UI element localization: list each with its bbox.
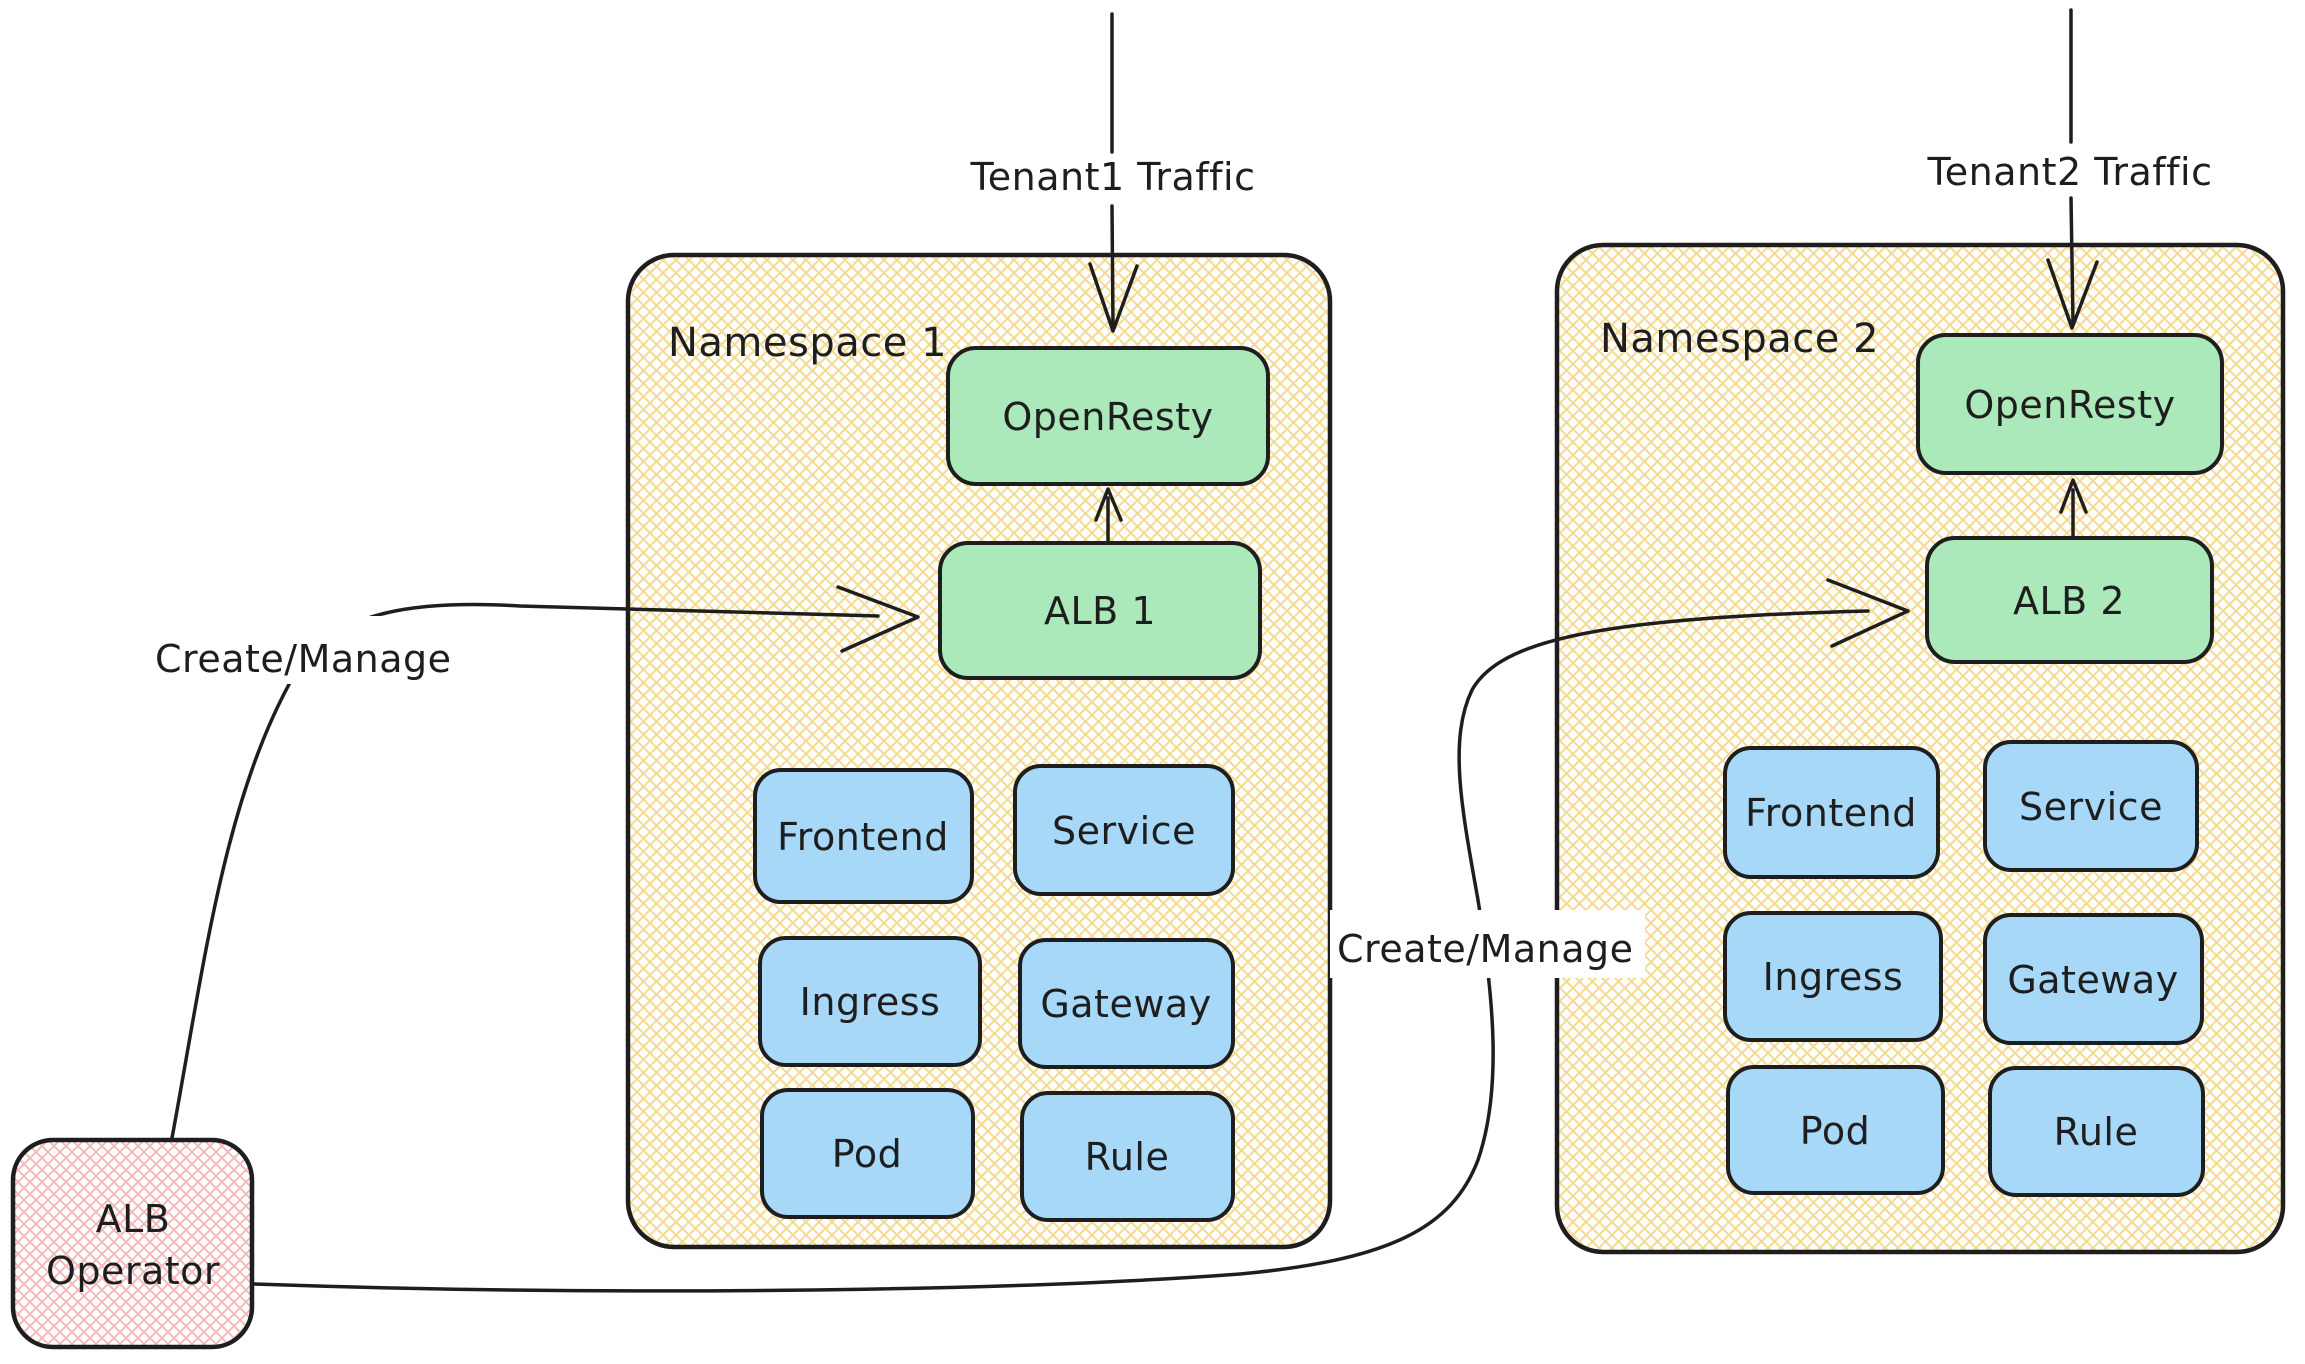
namespace-1-gateway-label: Gateway	[1040, 982, 1211, 1026]
namespace-2-frontend-label: Frontend	[1745, 791, 1917, 835]
namespace-1-frontend-node	[753, 768, 974, 904]
namespace-1-pod-node	[760, 1088, 975, 1219]
namespace-1-openresty-node	[946, 346, 1270, 486]
namespace-1-ingress-label: Ingress	[800, 980, 941, 1024]
namespace-2-title: Namespace 2	[1600, 316, 1879, 362]
namespace-1-ingress-node	[758, 936, 982, 1067]
tenant1-traffic-label: Tenant1 Traffic	[970, 155, 1256, 199]
namespace-2-alb-node	[1925, 536, 2214, 664]
create-manage-left-label-bg	[148, 616, 426, 684]
namespace-1-rule-label: Rule	[1085, 1135, 1170, 1179]
namespace-1-gateway-node	[1018, 938, 1235, 1069]
alb-operator-label-line2: Operator	[46, 1249, 220, 1293]
namespace-2-pod-node	[1726, 1065, 1945, 1195]
namespace-2-rule-label: Rule	[2054, 1110, 2139, 1154]
operator-to-alb2-arrow	[251, 578, 1910, 1293]
namespace-2-openresty-label: OpenResty	[1964, 383, 2175, 427]
namespace-2-gateway-node	[1983, 913, 2204, 1045]
namespace-2-alb-to-openresty-arrow	[2059, 478, 2088, 540]
namespace-2-group: Namespace 2 OpenResty ALB 2 Frontend Ser…	[1554, 242, 2286, 1255]
namespace-2-ingress-node	[1723, 911, 1943, 1042]
namespace-1-alb-node	[938, 541, 1262, 680]
alb-operator-label-line1: ALB	[96, 1197, 171, 1241]
namespace-2-rule-node	[1988, 1066, 2205, 1197]
namespace-1-alb-label: ALB 1	[1044, 589, 1156, 633]
tenant2-traffic-arrow	[2046, 8, 2099, 330]
alb-operator-node	[10, 1137, 255, 1350]
namespace-2-openresty-node	[1916, 333, 2224, 475]
tenant2-traffic-label: Tenant2 Traffic	[1927, 150, 2213, 194]
namespace-2-ingress-label: Ingress	[1763, 955, 1904, 999]
namespace-2-frontend-node	[1723, 746, 1940, 879]
namespace-1-pod-label: Pod	[832, 1132, 902, 1176]
create-manage-left-label: Create/Manage	[155, 637, 452, 681]
namespace-2-alb-label: ALB 2	[2013, 579, 2125, 623]
namespace-2-pod-label: Pod	[1800, 1109, 1870, 1153]
namespace-1-title: Namespace 1	[668, 320, 947, 366]
alb-operator-group: ALB Operator	[10, 1137, 255, 1350]
create-manage-right-label-bg	[1330, 910, 1645, 978]
tenant1-traffic-arrow	[1088, 12, 1139, 333]
create-manage-right-label: Create/Manage	[1337, 927, 1634, 971]
namespace-1-group: Namespace 1 OpenResty ALB 1 Frontend Ser…	[625, 252, 1333, 1250]
namespace-1-rule-node	[1020, 1091, 1235, 1222]
namespace-1-frontend-label: Frontend	[777, 815, 949, 859]
namespace-2-service-node	[1983, 740, 2199, 872]
operator-to-alb1-arrow	[170, 585, 920, 1140]
namespace-1-openresty-label: OpenResty	[1002, 395, 1213, 439]
namespace-1-service-node	[1013, 764, 1235, 896]
namespace-1-alb-to-openresty-arrow	[1094, 487, 1123, 545]
namespace-1-service-label: Service	[1052, 809, 1196, 853]
namespace-2-gateway-label: Gateway	[2007, 958, 2178, 1002]
namespace-2-service-label: Service	[2019, 785, 2163, 829]
